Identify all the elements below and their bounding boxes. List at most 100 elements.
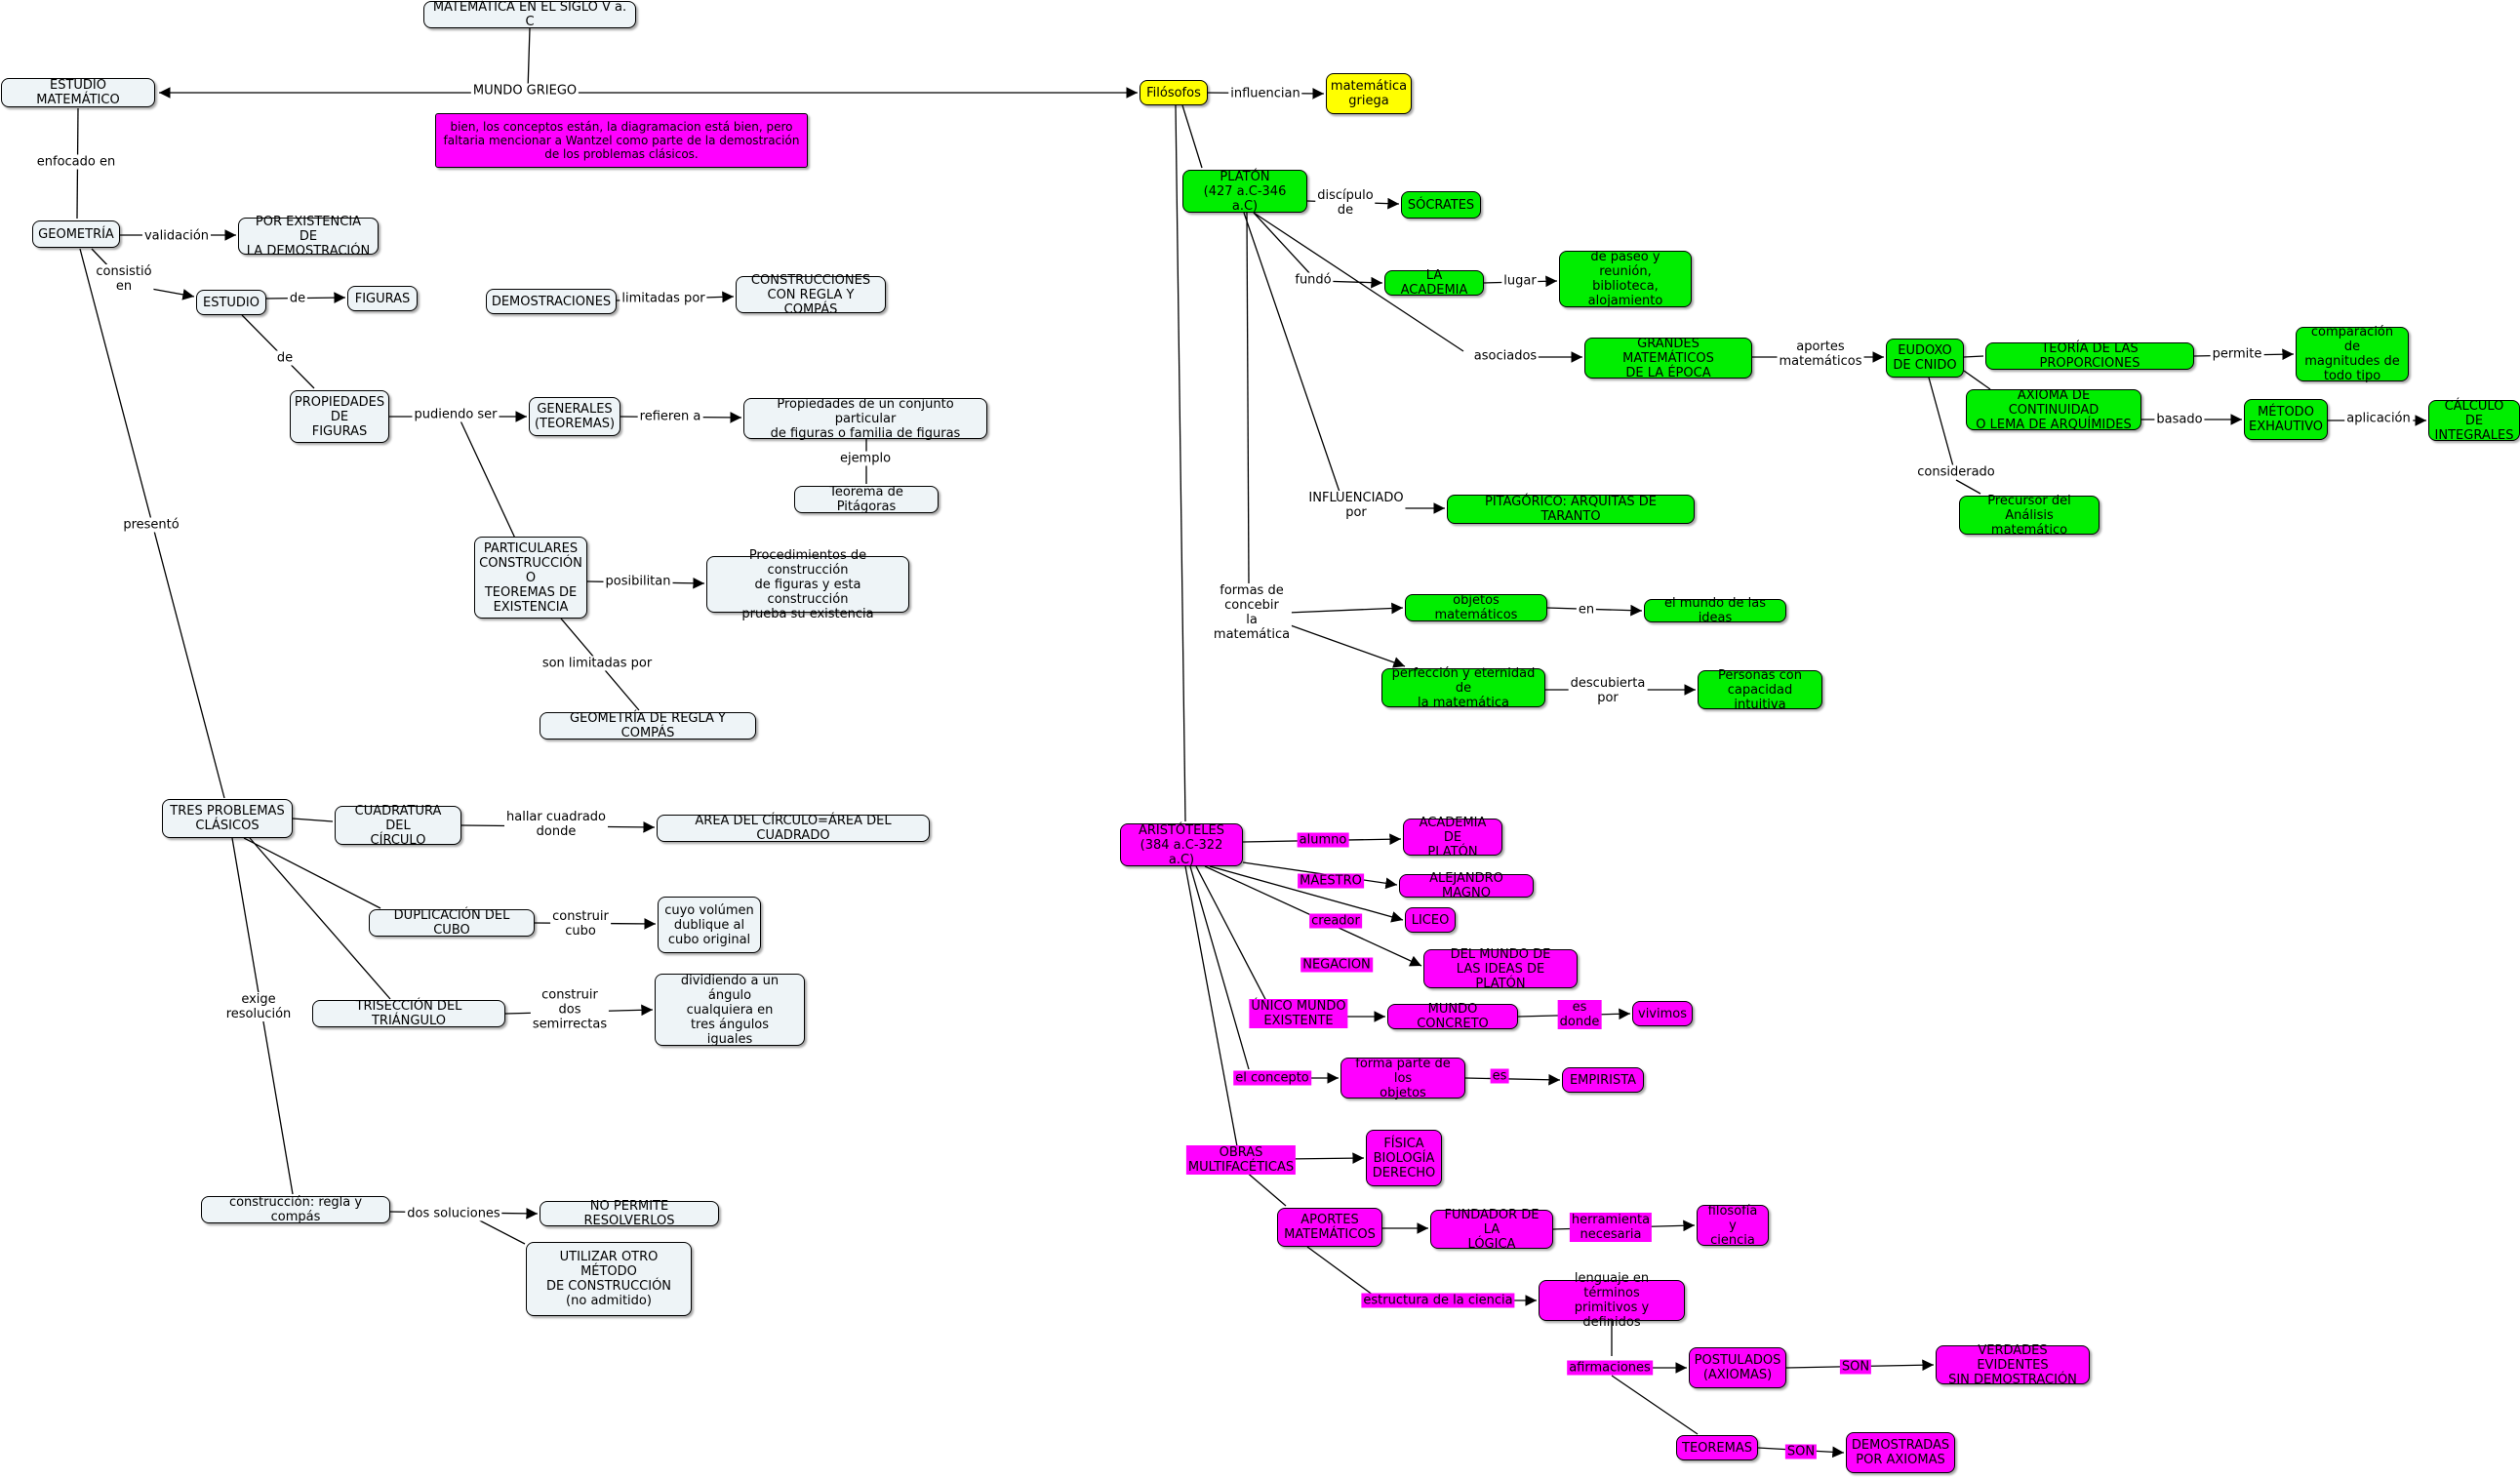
node-triseccion[interactable]: TRISECCIÓN DEL TRIÁNGULO <box>312 999 505 1028</box>
link-label-influenciado-por: INFLUENCIADO por <box>1306 491 1406 520</box>
node-fisica[interactable]: FÍSICA BIOLOGÍA DERECHO <box>1366 1130 1442 1186</box>
node-eudoxo[interactable]: EUDOXO DE CNIDO <box>1886 339 1964 378</box>
connector-line <box>150 288 195 300</box>
link-label-negacion: NEGACION <box>1300 957 1373 973</box>
node-mundo-ideas[interactable]: el mundo de las ideas <box>1644 596 1786 625</box>
node-teoremas[interactable]: TEOREMAS <box>1676 1435 1758 1460</box>
link-label-presento: presentó <box>121 517 181 533</box>
node-construccion-regla[interactable]: construcción: regla y compás <box>201 1195 390 1224</box>
node-teoria-proporciones[interactable]: TEORÍA DE LAS PROPORCIONES <box>1985 341 2194 371</box>
node-review-comment[interactable]: bien, los conceptos están, la diagramaci… <box>435 113 808 168</box>
node-la-academia[interactable]: LA ACADEMIA <box>1384 268 1484 298</box>
link-label-asociados: asociados <box>1471 348 1540 364</box>
node-fundador-logica[interactable]: FUNDADOR DE LA LÓGICA <box>1430 1208 1553 1252</box>
node-grandes-matematicos[interactable]: GRANDES MATEMÁTICOS DE LA ÉPOCA <box>1584 337 1752 380</box>
connector-line <box>1189 865 1250 1070</box>
link-label-consistio-en: consistió en <box>94 264 154 294</box>
node-dividiendo[interactable]: dividiendo a un ángulo cualquiera en tre… <box>655 974 805 1047</box>
connector-line <box>1306 1246 1381 1301</box>
node-pitagorico[interactable]: PITAGÓRICO: ARQUITAS DE TARANTO <box>1447 495 1695 524</box>
node-duplicacion[interactable]: DUPLICACIÓN DEL CUBO <box>369 908 535 938</box>
node-geometria-regla[interactable]: GEOMETRÍA DE REGLA Y COMPÁS <box>540 711 756 740</box>
node-construcciones-regla[interactable]: CONSTRUCCIONES CON REGLA Y COMPÁS <box>736 273 886 317</box>
node-platon[interactable]: PLATÓN (427 a.C-346 a.C) <box>1182 170 1307 214</box>
node-teorema-pitagoras[interactable]: Teorema de Pitágoras <box>794 485 939 514</box>
link-label-validacion: validación <box>141 228 212 244</box>
link-label-es-donde: es donde <box>1557 1000 1602 1029</box>
link-label-construir-dos: construir dos semirrectas <box>530 987 610 1032</box>
node-alejandro[interactable]: ALEJANDRO MAGNO <box>1399 871 1534 900</box>
node-procedimientos[interactable]: Procedimientos de construcción de figura… <box>706 548 909 621</box>
node-vivimos[interactable]: vivimos <box>1632 1001 1693 1026</box>
node-axioma-continuidad[interactable]: AXIOMA DE CONTINUIDAD O LEMA DE ARQUÍMID… <box>1966 388 2141 432</box>
node-title[interactable]: MATEMÁTICA EN EL SIGLO V a. C <box>423 0 636 29</box>
node-matematica-griega[interactable]: matemática griega <box>1326 73 1412 114</box>
node-aristoteles[interactable]: ARISTÓTELES (384 a.C-322 a.C) <box>1120 823 1243 867</box>
node-perfeccion[interactable]: perfección y eternidad de la matemática <box>1381 666 1545 710</box>
connector-line <box>1287 602 1404 615</box>
link-label-es: es <box>1490 1068 1509 1084</box>
node-area-circulo[interactable]: AREA DEL CÍRCULO=ÁREA DEL CUADRADO <box>657 814 930 843</box>
link-label-considerado: considerado <box>1915 464 1997 480</box>
node-comparacion[interactable]: comparación de magnitudes de todo tipo <box>2296 325 2409 383</box>
node-forma-parte[interactable]: forma parte de los objetos <box>1340 1057 1465 1100</box>
node-cuyo-volumen[interactable]: cuyo volúmen dublique al cubo original <box>658 897 761 953</box>
connector-line <box>1195 865 1269 1006</box>
node-propiedades-conjunto[interactable]: Propiedades de un conjunto particular de… <box>743 397 987 441</box>
node-aportes-matematicos[interactable]: APORTES MATEMÁTICOS <box>1277 1208 1382 1247</box>
connector-line <box>1181 104 1203 169</box>
connector-line <box>243 837 381 909</box>
node-demostradas[interactable]: DEMOSTRADAS POR AXIOMAS <box>1846 1432 1955 1473</box>
node-liceo[interactable]: LICEO <box>1405 907 1456 933</box>
node-postulados[interactable]: POSTULADOS (AXIOMAS) <box>1689 1347 1786 1388</box>
link-label-permite: permite <box>2210 346 2264 362</box>
connector-line <box>1243 212 1342 499</box>
node-del-mundo-ideas[interactable]: DEL MUNDO DE LAS IDEAS DE PLATÓN <box>1423 947 1578 991</box>
node-generales[interactable]: GENERALES (TEOREMAS) <box>529 397 620 436</box>
connector-line <box>1611 1375 1699 1435</box>
link-label-exige-resolucion: exige resolución <box>223 992 294 1021</box>
node-socrates[interactable]: SÓCRATES <box>1401 191 1481 219</box>
link-label-posibilitan: posibilitan <box>603 574 673 589</box>
node-no-permite[interactable]: NO PERMITE RESOLVERLOS <box>540 1199 719 1228</box>
node-filosofia-ciencia[interactable]: filosofía y ciencia <box>1697 1204 1769 1248</box>
node-verdades[interactable]: VERDADES EVIDENTES SIN DEMOSTRACIÓN <box>1936 1343 2090 1387</box>
connector-line <box>1253 212 1464 352</box>
link-label-mundo-griego: MUNDO GRIEGO <box>470 83 580 99</box>
node-objetos-matematicos[interactable]: objetos matemáticos <box>1405 593 1547 622</box>
link-label-de-figuras: de <box>287 291 308 306</box>
link-label-discipulo-de: discípulo de <box>1315 188 1376 218</box>
node-metodo-exhaustivo[interactable]: MÉTODO EXHAUTIVO <box>2244 399 2328 440</box>
link-label-obras-multifaceticas: OBRAS MULTIFACÉTICAS <box>1185 1145 1297 1175</box>
link-label-pudiendo-ser: pudiendo ser <box>412 407 500 422</box>
node-figuras[interactable]: FIGURAS <box>347 286 418 311</box>
link-label-fundo: fundó <box>1293 272 1334 288</box>
link-label-descubierta-por: descubierta por <box>1568 676 1648 705</box>
node-mundo-concreto[interactable]: MUNDO CONCRETO <box>1387 1002 1518 1031</box>
node-lenguaje-terminos[interactable]: lenguaje en términos primitivos y defini… <box>1539 1271 1685 1330</box>
node-cuadratura[interactable]: CUADRATURA DEL CÍRCULO <box>335 804 461 848</box>
link-label-son-verdades: SON <box>1839 1359 1872 1375</box>
node-geometria[interactable]: GEOMETRÍA <box>32 220 120 248</box>
node-demostraciones[interactable]: DEMOSTRACIONES <box>486 289 617 314</box>
node-utilizar-otro[interactable]: UTILIZAR OTRO MÉTODO DE CONSTRUCCIÓN (no… <box>526 1242 692 1316</box>
connector-line <box>458 416 518 543</box>
node-academia-platon[interactable]: ACADEMIA DE PLATÓN <box>1403 816 1502 859</box>
node-estudio-matematico[interactable]: ESTUDIO MATEMÁTICO <box>1 78 155 107</box>
node-particulares[interactable]: PARTICULARES CONSTRUCCIÓN O TEOREMAS DE … <box>474 537 587 619</box>
node-tres-problemas[interactable]: TRES PROBLEMAS CLÁSICOS <box>162 799 293 838</box>
node-filosofos[interactable]: Filósofos <box>1140 80 1208 105</box>
link-label-dos-soluciones: dos soluciones <box>405 1206 502 1221</box>
link-label-formas-concebir: formas de concebir la matemática <box>1211 583 1293 642</box>
node-personas-capacidad[interactable]: Personas con capacidad intuitiva <box>1698 668 1822 712</box>
node-propiedades-figuras[interactable]: PROPIEDADES DE FIGURAS <box>290 390 389 443</box>
node-calculo-integrales[interactable]: CÁLCULO DE INTEGRALES <box>2428 399 2520 443</box>
connector-line <box>292 818 334 822</box>
node-de-paseo[interactable]: de paseo y reunión, biblioteca, alojamie… <box>1559 250 1692 308</box>
node-estudio[interactable]: ESTUDIO <box>196 290 266 315</box>
link-label-ejemplo: ejemplo <box>837 451 894 466</box>
node-empirista[interactable]: EMPIRISTA <box>1562 1067 1644 1093</box>
link-label-el-concepto: el concepto <box>1233 1070 1311 1086</box>
node-precursor[interactable]: Precursor del Análisis matemático <box>1959 494 2100 538</box>
node-por-existencia[interactable]: POR EXISTENCIA DE LA DEMOSTRACIÓN <box>238 215 379 259</box>
